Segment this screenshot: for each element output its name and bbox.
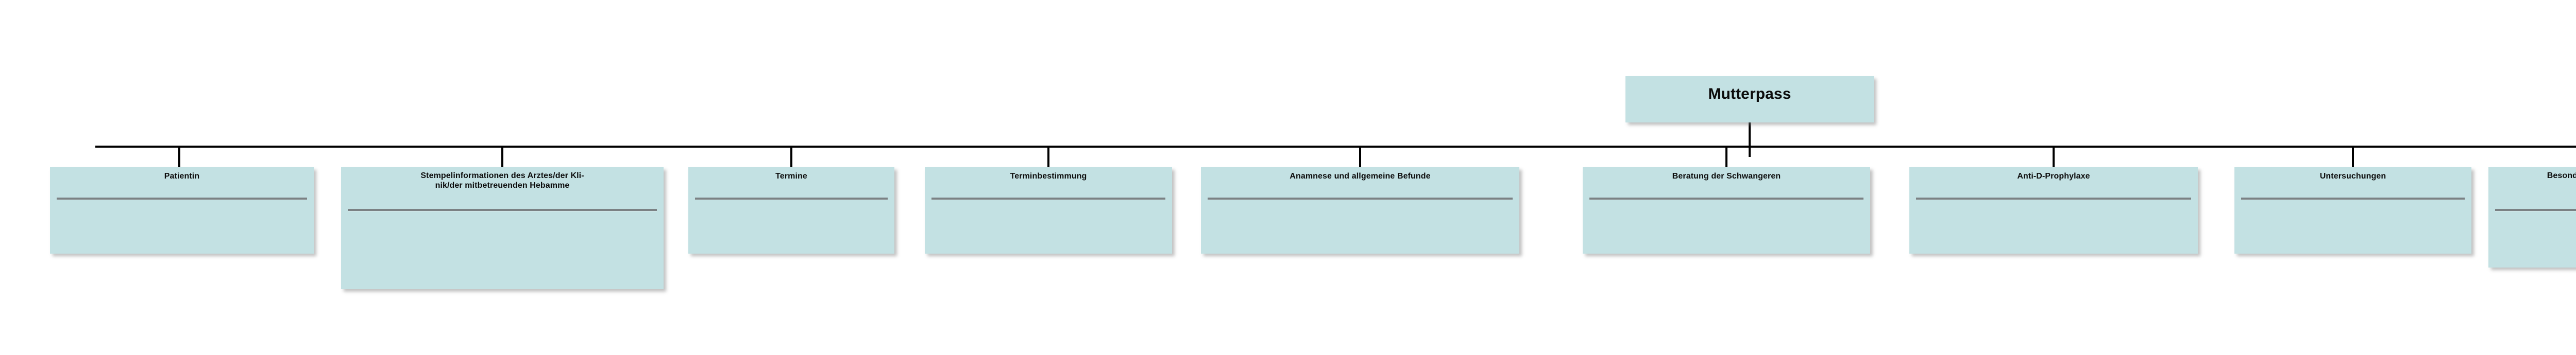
tree-node-besondere-befunde-im-schwangerschaftsverlauf[interactable]: Besondere Befunde im Schwanger-schaftsve… bbox=[2488, 167, 2576, 268]
node-compartment-divider bbox=[931, 198, 1165, 200]
root-connector-stem bbox=[1749, 122, 1751, 157]
node-compartment-divider bbox=[57, 198, 307, 200]
tree-node-label: Untersuchungen bbox=[2319, 172, 2386, 181]
child-connector-4 bbox=[1047, 146, 1049, 167]
tree-node-label: Patientin bbox=[164, 172, 200, 181]
node-compartment-divider bbox=[2241, 198, 2465, 200]
node-compartment-divider bbox=[2495, 209, 2576, 211]
child-connector-8 bbox=[2352, 146, 2354, 167]
tree-node-label: Anamnese und allgemeine Befunde bbox=[1290, 172, 1431, 181]
tree-node-root[interactable]: Mutterpass bbox=[1625, 76, 1874, 122]
tree-node-anti-d-prophylaxe[interactable]: Anti-D-Prophylaxe bbox=[1909, 167, 2198, 254]
child-connector-5 bbox=[1359, 146, 1361, 167]
tree-node-root-label: Mutterpass bbox=[1708, 85, 1791, 102]
node-compartment-divider bbox=[1589, 198, 1863, 200]
tree-node-termine[interactable]: Termine bbox=[688, 167, 894, 254]
tree-node-label: Beratung der Schwangeren bbox=[1672, 172, 1781, 181]
tree-node-beratung-der-schwangeren[interactable]: Beratung der Schwangeren bbox=[1583, 167, 1870, 254]
tree-node-stempelinformationen-des-arztes-der-klinik-der-m[interactable]: Stempelinformationen des Arztes/der Kli-… bbox=[341, 167, 664, 289]
tree-node-label: Termine bbox=[775, 172, 807, 181]
tree-node-patientin[interactable]: Patientin bbox=[50, 167, 314, 254]
node-compartment-divider bbox=[348, 209, 657, 211]
child-connector-1 bbox=[178, 146, 180, 167]
child-connector-7 bbox=[2053, 146, 2055, 167]
tree-node-label: Terminbestimmung bbox=[1010, 172, 1087, 181]
tree-node-terminbestimmung[interactable]: Terminbestimmung bbox=[925, 167, 1172, 254]
tree-node-anamnese-und-allgemeine-befunde[interactable]: Anamnese und allgemeine Befunde bbox=[1201, 167, 1519, 254]
tree-node-untersuchungen[interactable]: Untersuchungen bbox=[2234, 167, 2471, 254]
child-connector-3 bbox=[790, 146, 792, 167]
child-connector-2 bbox=[501, 146, 503, 167]
child-connector-6 bbox=[1725, 146, 1727, 167]
tree-node-label: Besondere Befunde im Schwanger-schaftsve… bbox=[2547, 171, 2576, 180]
horizontal-bus-connector bbox=[95, 146, 2576, 148]
tree-node-label: Stempelinformationen des Arztes/der Kli-… bbox=[420, 171, 584, 190]
node-compartment-divider bbox=[1208, 198, 1513, 200]
tree-node-label: Anti-D-Prophylaxe bbox=[2017, 172, 2090, 181]
node-compartment-divider bbox=[1916, 198, 2191, 200]
node-compartment-divider bbox=[695, 198, 888, 200]
